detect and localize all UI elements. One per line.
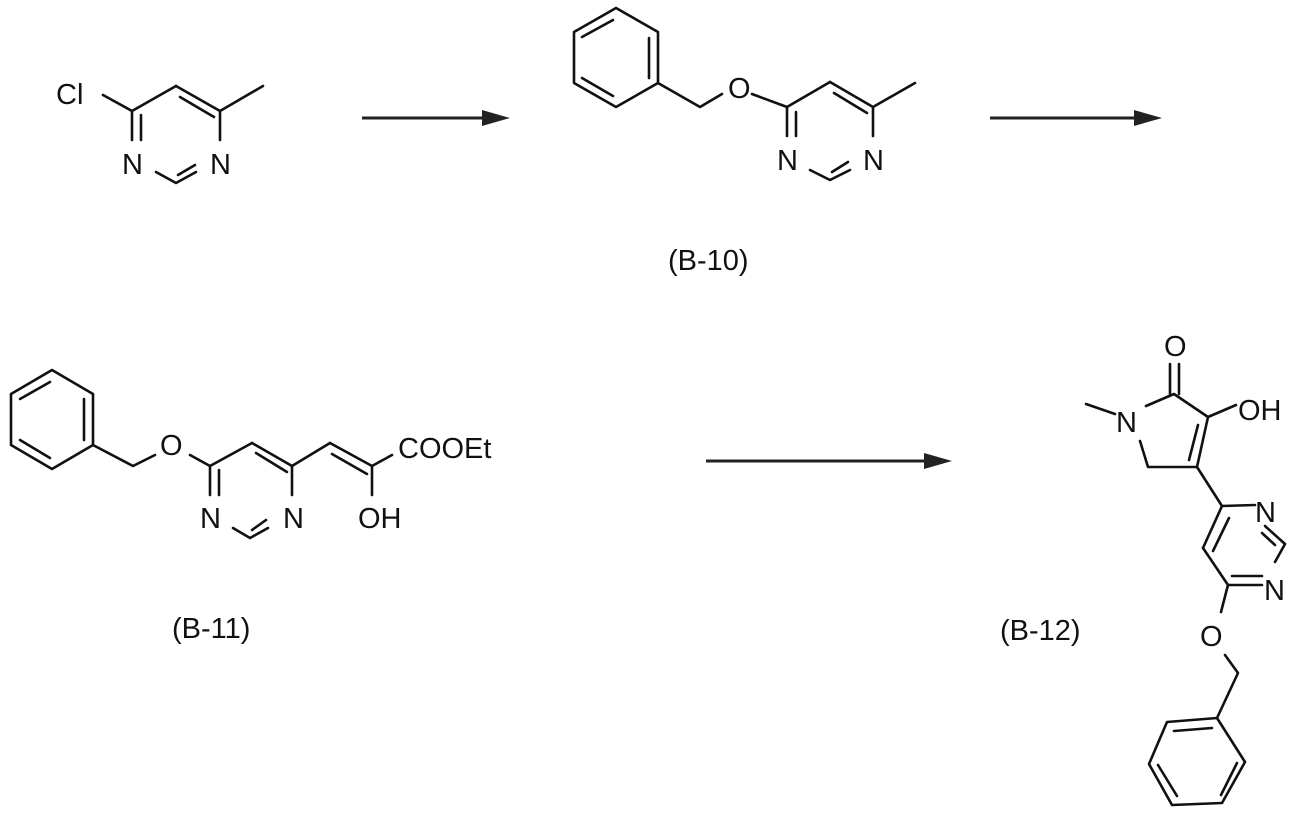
atom-n: N [1255, 497, 1276, 529]
compound-label: (B-12) [1000, 615, 1081, 647]
atom-n: N [1264, 575, 1285, 607]
atom-o: O [160, 430, 183, 462]
atom-carbonyl-o: O [1164, 331, 1187, 363]
atom-n: N [863, 145, 884, 177]
atom-o: O [1200, 621, 1223, 653]
atom-oh: OH [1238, 395, 1282, 427]
reaction-arrow [706, 453, 952, 469]
atom-o: O [728, 73, 751, 105]
reaction-arrow [362, 110, 510, 126]
atom-cl: Cl [56, 79, 83, 111]
reaction-arrow [990, 110, 1162, 126]
atom-n: N [210, 149, 231, 181]
compound-label: (B-11) [172, 613, 250, 645]
compound-label: (B-10) [668, 245, 749, 277]
atom-n: N [200, 503, 221, 535]
compound-starting-material: Cl N N [56, 79, 265, 185]
compound-b12: O N OH N N O (B-12) [1000, 331, 1287, 807]
atom-ester: COOEt [398, 433, 491, 465]
compound-b11: O N N COOEt OH (B-11) [9, 368, 491, 645]
atom-n: N [777, 145, 798, 177]
atom-n-lactam: N [1116, 407, 1137, 439]
atom-n: N [122, 149, 143, 181]
atom-oh: OH [358, 503, 402, 535]
compound-b10: O N N (B-10) [572, 6, 917, 277]
atom-n: N [283, 503, 304, 535]
